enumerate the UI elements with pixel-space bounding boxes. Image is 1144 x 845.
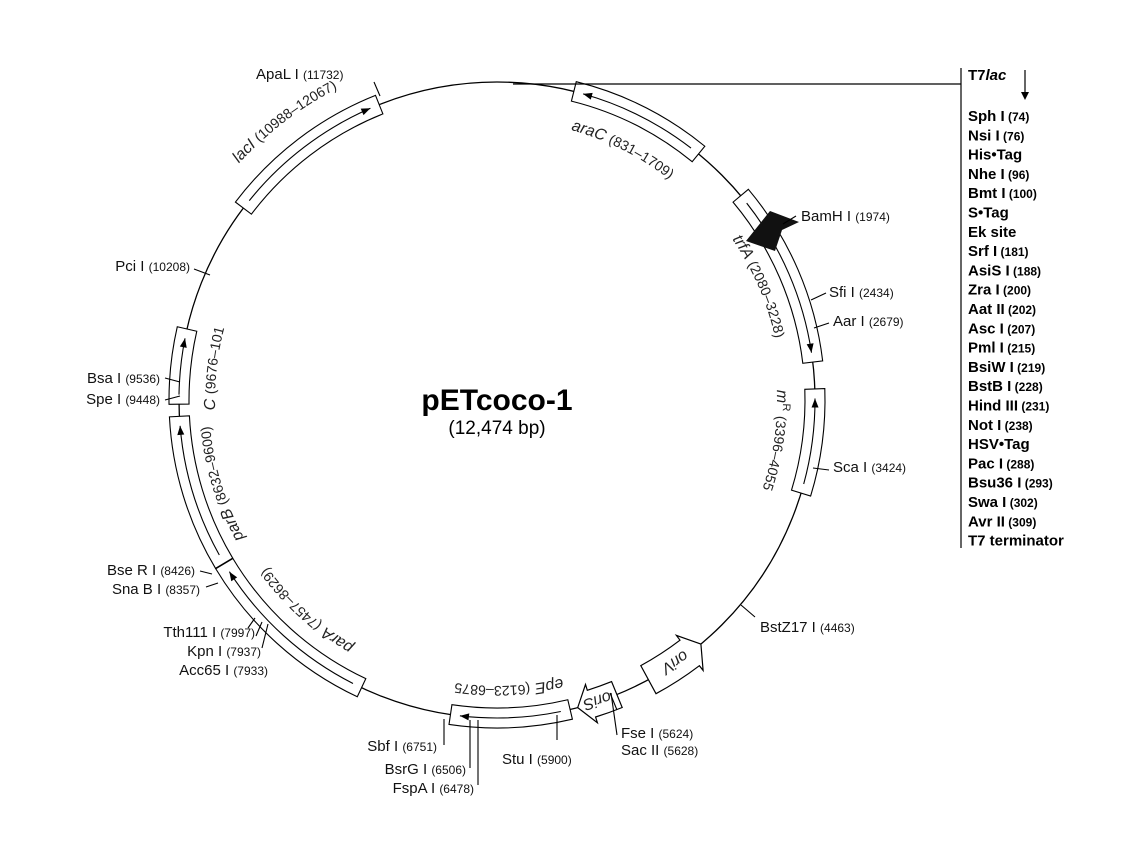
feature-arrowhead-icon-trfa <box>806 343 814 353</box>
mcs-item: AsiS I (188) <box>968 262 1041 279</box>
tick-sca <box>812 467 830 471</box>
site-kpn: Kpn I (7937) <box>187 643 261 660</box>
feature-box-parc <box>168 326 198 405</box>
tick-snab <box>205 582 219 588</box>
site-apal: ApaL I (11732) <box>256 66 343 83</box>
site-ticks <box>164 81 830 785</box>
feature-arrow-line-trfa <box>746 202 813 353</box>
mcs-item: Avr II (309) <box>968 513 1036 530</box>
mcs-item: T7 terminator <box>968 533 1064 550</box>
mcs-item: Not I (238) <box>968 417 1033 434</box>
site-sacii: Sac II (5628) <box>621 742 698 759</box>
origins-layer: oriV oriS <box>576 634 704 725</box>
origin-arrow-icon-oris <box>576 680 623 725</box>
site-spe: Spe I (9448) <box>86 391 160 408</box>
tick-bsa <box>164 377 181 383</box>
site-sfi: Sfi I (2434) <box>829 284 894 301</box>
feature-arrowhead-icon-parc <box>179 338 187 348</box>
feature-arrow-line-arac <box>582 93 692 149</box>
feature-label-cmr: CmR (3396–4055) <box>0 0 792 493</box>
site-sca: Sca I (3424) <box>833 459 906 476</box>
feature-parb: parB (8632–9600) <box>168 415 248 570</box>
site-bsa: Bsa I (9536) <box>87 370 160 387</box>
mcs-item: Sph I (74) <box>968 108 1029 125</box>
site-bamh: BamH I (1974) <box>801 208 890 225</box>
feature-arrow-line-parb <box>179 425 220 556</box>
mcs-item: BsiW I (219) <box>968 359 1045 376</box>
feature-arrowhead-icon-para <box>229 571 238 582</box>
plasmid-title: pETcoco-1 <box>421 384 572 417</box>
bamh-marker <box>746 211 799 251</box>
tick-bser <box>199 570 213 575</box>
site-fse: Fse I (5624) <box>621 725 693 742</box>
site-bser: Bse R I (8426) <box>107 562 195 579</box>
site-sbf: Sbf I (6751) <box>367 738 437 755</box>
tick-kpn <box>255 621 263 637</box>
site-bstz: BstZ17 I (4463) <box>760 619 855 636</box>
mcs-item: Ek site <box>968 224 1016 241</box>
origin-arrow-icon-oriv <box>639 634 704 695</box>
site-snab: Sna B I (8357) <box>112 581 200 598</box>
feature-arrowhead-icon-arac <box>583 92 593 100</box>
mcs-item: HSV•Tag <box>968 436 1030 453</box>
site-stu: Stu I (5900) <box>502 751 572 768</box>
site-aar: Aar I (2679) <box>833 313 904 330</box>
site-pci: Pci I (10208) <box>115 258 190 275</box>
mcs-item: Pml I (215) <box>968 340 1035 357</box>
feature-laci: lacI (10988–12067) <box>229 77 384 215</box>
feature-arrowhead-icon-cmr <box>811 398 819 408</box>
tick-spe <box>164 395 181 401</box>
mcs-item: Zra I (200) <box>968 282 1031 299</box>
mcs-header: T7lac <box>968 67 1007 84</box>
mcs-arrow-icon <box>1021 92 1029 100</box>
tick-tth <box>247 617 256 629</box>
feature-arrow-line-laci <box>248 107 371 201</box>
feature-arrow-line-parc <box>178 338 186 395</box>
mcs-item: Srf I (181) <box>968 243 1029 260</box>
mcs-item: Nhe I (96) <box>968 166 1029 183</box>
mcs-item: Swa I (302) <box>968 494 1038 511</box>
mcs-item: Asc I (207) <box>968 320 1035 337</box>
tick-pci <box>193 268 211 276</box>
mcs-item: Nsi I (76) <box>968 127 1024 144</box>
tick-sfi <box>810 292 827 301</box>
origin-oris: oriS <box>576 680 623 725</box>
origin-oriv: oriV <box>639 634 704 695</box>
site-acc65: Acc65 I (7933) <box>179 662 268 679</box>
feature-arrowhead-icon-repe <box>459 713 470 721</box>
feature-box-repe <box>448 699 574 729</box>
mcs-item: Aat II (202) <box>968 301 1036 318</box>
feature-box-laci <box>234 94 384 215</box>
feature-box-parb <box>168 415 234 570</box>
site-labels: ApaL I (11732) BamH I (1974) Sfi I (2434… <box>86 66 906 797</box>
site-fspa: FspA I (6478) <box>393 780 474 797</box>
feature-box-cmr <box>790 388 826 497</box>
mcs-item: Bsu36 I (293) <box>968 475 1053 492</box>
tick-acc65 <box>261 623 269 649</box>
site-tth: Tth111 I (7997) <box>163 624 255 641</box>
tick-bstz <box>740 604 756 618</box>
mcs-item: Pac I (288) <box>968 455 1034 472</box>
feature-parc: parC (9676–10149) <box>0 0 227 410</box>
feature-arac: araC (831–1709) <box>570 81 706 182</box>
tick-aar <box>813 322 830 329</box>
mcs-item: His•Tag <box>968 147 1022 164</box>
mcs-item: Hind III (231) <box>968 398 1049 415</box>
tick-apal <box>373 81 381 97</box>
feature-arrow-line-para <box>228 571 354 684</box>
plasmid-size: (12,474 bp) <box>448 418 545 439</box>
feature-arrowhead-icon-parb <box>177 425 185 436</box>
features-layer: lacI (10988–12067)araC (831–1709)trfA (2… <box>0 0 826 729</box>
feature-box-arac <box>570 81 706 163</box>
mcs-item: Bmt I (100) <box>968 185 1037 202</box>
tick-sacii <box>610 692 618 736</box>
mcs-item: S•Tag <box>968 205 1009 222</box>
tick-bamh <box>782 215 797 225</box>
mcs-item: BstB I (228) <box>968 378 1043 395</box>
feature-arrowhead-icon-laci <box>360 108 371 116</box>
site-bsrg: BsrG I (6506) <box>385 761 466 778</box>
feature-cmr: CmR (3396–4055) <box>0 0 826 497</box>
